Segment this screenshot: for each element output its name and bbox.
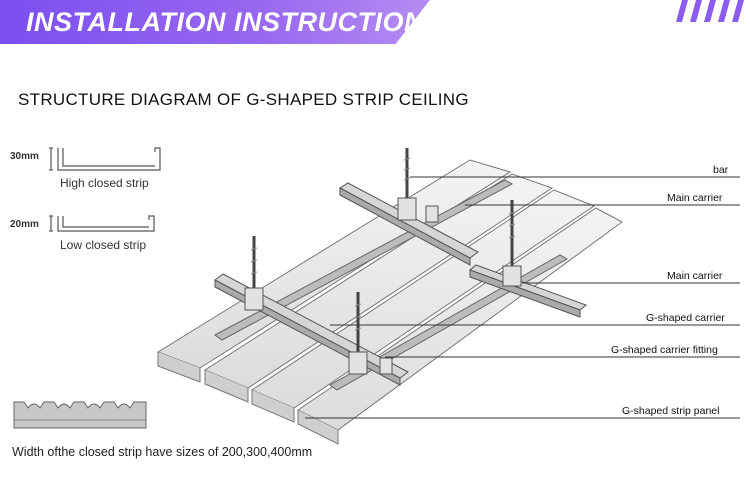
page-title: INSTALLATION INSTRUCTION	[26, 7, 424, 37]
callout-leaders	[305, 176, 740, 419]
carrier-fittings	[244, 197, 522, 375]
rod-threads	[250, 157, 516, 331]
main-carrier	[339, 187, 471, 266]
callout-g-shaped-strip-panel: G-shaped strip panel	[622, 405, 720, 417]
width-note: Width ofthe closed strip have sizes of 2…	[12, 445, 313, 459]
diagram-title: STRUCTURE DIAGRAM OF G-SHAPED STRIP CEIL…	[18, 90, 469, 109]
high-strip-caption: High closed strip	[60, 176, 149, 190]
high-strip-dimension: 30mm	[10, 151, 39, 162]
low-strip-caption: Low closed strip	[60, 238, 147, 252]
low-strip-dimension: 20mm	[10, 219, 39, 230]
high-strip-profile	[49, 147, 161, 171]
callout-bar: bar	[713, 164, 729, 176]
callout-main-carrier-bottom: Main carrier	[667, 270, 723, 282]
g-carrier-profile	[13, 401, 147, 429]
callout-g-shaped-carrier: G-shaped carrier	[646, 312, 725, 324]
main-carrier	[469, 269, 581, 318]
callout-g-shaped-carrier-fitting: G-shaped carrier fitting	[611, 344, 718, 356]
low-strip-profile	[49, 215, 155, 232]
header-banner	[0, 0, 430, 44]
callout-main-carrier-top: Main carrier	[667, 192, 723, 204]
strip-panel	[156, 159, 512, 369]
decorative-stripes	[430, 0, 750, 30]
